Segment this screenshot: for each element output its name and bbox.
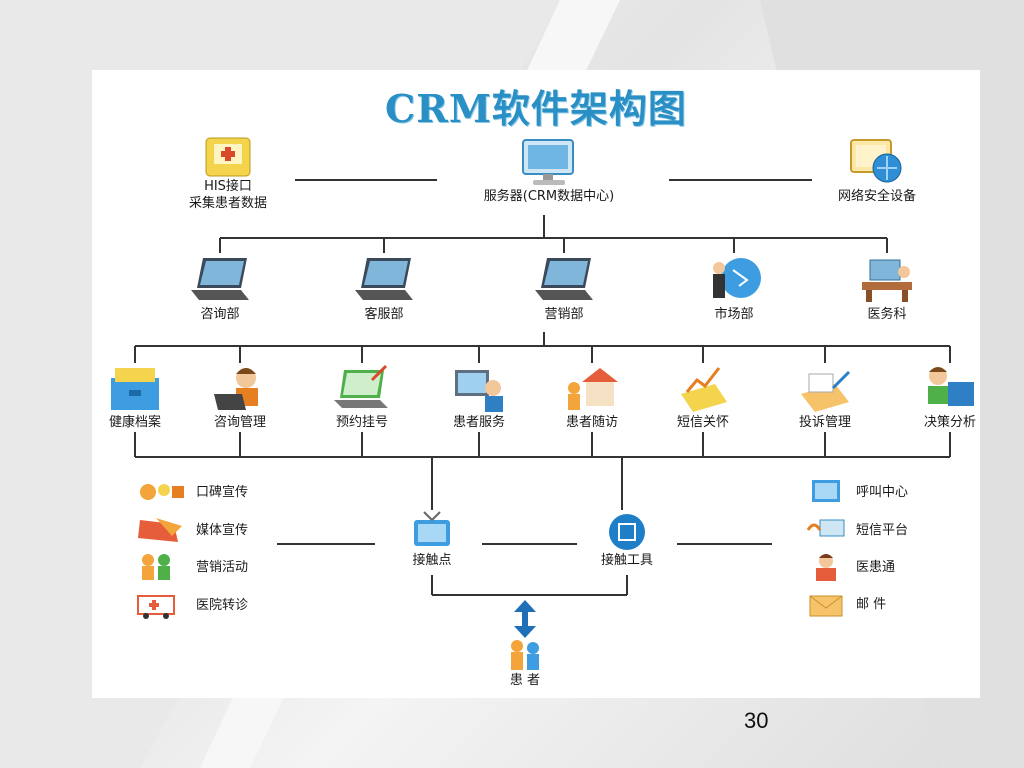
touchpoint-label: 接触点 xyxy=(412,553,452,568)
double-arrow-icon xyxy=(514,600,536,638)
func-label-decision: 决策分析 xyxy=(923,415,976,430)
channel-referral: 医院转诊 xyxy=(134,590,248,620)
house-people-icon xyxy=(568,368,618,410)
channel-label-word-of-mouth: 口碑宣传 xyxy=(196,484,249,500)
channel-mail: 邮 件 xyxy=(804,590,886,618)
touch-tool-label: 接触工具 xyxy=(600,553,653,568)
sms-platform-icon xyxy=(806,519,845,537)
dept-service: 客服部 xyxy=(344,254,424,323)
dept-label-medical: 医务科 xyxy=(867,307,907,322)
channel-label-marketing: 营销活动 xyxy=(196,559,249,575)
touch-tool-icon xyxy=(609,514,645,550)
diagram-panel: CRM软件架构图 xyxy=(92,70,980,698)
laptop-icon xyxy=(191,258,249,300)
channel-label-sms-platform: 短信平台 xyxy=(856,522,909,538)
touchpoint-node: 接触点 xyxy=(392,510,472,569)
channel-label-media: 媒体宣传 xyxy=(196,522,249,538)
channel-marketing: 营销活动 xyxy=(134,552,248,582)
office-desk-icon xyxy=(862,259,912,302)
patient-service-icon xyxy=(455,370,503,412)
network-security-icon xyxy=(850,139,902,183)
call-center-icon xyxy=(812,480,840,502)
document-pen-icon xyxy=(801,370,851,412)
func-label-complaint-mgmt: 投诉管理 xyxy=(798,415,851,430)
his-label-line1: HIS接口 xyxy=(204,179,252,194)
channel-label-mail: 邮 件 xyxy=(856,596,887,612)
func-label-consult-mgmt: 咨询管理 xyxy=(213,415,266,430)
func-label-sms-care: 短信关怀 xyxy=(676,415,729,430)
channel-label-call-center: 呼叫中心 xyxy=(856,484,909,500)
his-label-line2: 采集患者数据 xyxy=(188,196,267,211)
func-sms-care: 短信关怀 xyxy=(663,364,743,431)
func-patient-service: 患者服务 xyxy=(439,364,519,431)
channel-word-of-mouth: 口碑宣传 xyxy=(134,478,248,506)
dept-medical: 医务科 xyxy=(847,254,927,323)
tv-touchpoint-icon xyxy=(414,511,450,546)
media-icon xyxy=(138,518,182,542)
func-decision: 决策分析 xyxy=(910,364,990,431)
func-appointment: 预约挂号 xyxy=(322,364,402,431)
connector-lines xyxy=(134,179,951,596)
channel-media: 媒体宣传 xyxy=(134,516,248,544)
server-node: 服务器(CRM数据中心) xyxy=(454,136,644,205)
laptop-pen-icon xyxy=(334,364,388,408)
channel-label-referral: 医院转诊 xyxy=(196,597,249,613)
ambulance-icon xyxy=(137,595,175,619)
mail-icon xyxy=(809,595,843,617)
dept-label-service: 客服部 xyxy=(364,307,404,322)
func-consult-mgmt: 咨询管理 xyxy=(200,364,280,431)
func-health-records: 健康档案 xyxy=(95,364,175,431)
dept-market: 市场部 xyxy=(694,254,774,323)
dept-label-market: 市场部 xyxy=(714,307,754,322)
word-of-mouth-icon xyxy=(140,484,184,500)
dept-label-marketing: 营销部 xyxy=(544,307,584,322)
func-label-patient-service: 患者服务 xyxy=(452,415,505,430)
security-node: 网络安全设备 xyxy=(822,132,932,205)
dept-label-consult: 咨询部 xyxy=(200,307,240,322)
channel-call-center: 呼叫中心 xyxy=(804,478,908,506)
channel-doctor-patient: 医患通 xyxy=(804,552,895,582)
businessman-globe-icon xyxy=(713,258,761,298)
func-followup: 患者随访 xyxy=(552,364,632,431)
security-label: 网络安全设备 xyxy=(837,189,916,204)
patient-label: 患 者 xyxy=(509,673,541,688)
file-box-icon xyxy=(111,368,159,410)
channel-label-doctor-patient: 医患通 xyxy=(856,559,896,575)
person-laptop-icon xyxy=(214,368,258,410)
patients-icon xyxy=(511,640,539,670)
server-monitor-icon xyxy=(522,139,574,185)
laptop-icon xyxy=(535,258,593,300)
func-label-health-records: 健康档案 xyxy=(108,415,161,430)
server-label: 服务器(CRM数据中心) xyxy=(483,189,615,204)
diagram-title: CRM软件架构图 xyxy=(385,86,687,131)
patient-node: 患 者 xyxy=(490,600,560,689)
page-number: 30 xyxy=(744,708,769,733)
channel-sms-platform: 短信平台 xyxy=(804,516,908,544)
func-label-appointment: 预约挂号 xyxy=(335,415,388,430)
sms-chart-icon xyxy=(681,367,727,412)
people-group-icon xyxy=(142,554,170,580)
dept-marketing: 营销部 xyxy=(524,254,604,323)
func-complaint-mgmt: 投诉管理 xyxy=(785,364,865,431)
presenter-icon xyxy=(928,367,974,406)
his-interface-node: HIS接口 采集患者数据 xyxy=(188,136,268,212)
touch-tool-node: 接触工具 xyxy=(582,510,672,569)
doctor-icon xyxy=(816,554,836,581)
dept-consult: 咨询部 xyxy=(180,254,260,323)
laptop-icon xyxy=(355,258,413,300)
func-label-followup: 患者随访 xyxy=(565,415,618,430)
medical-folder-icon xyxy=(205,137,251,177)
